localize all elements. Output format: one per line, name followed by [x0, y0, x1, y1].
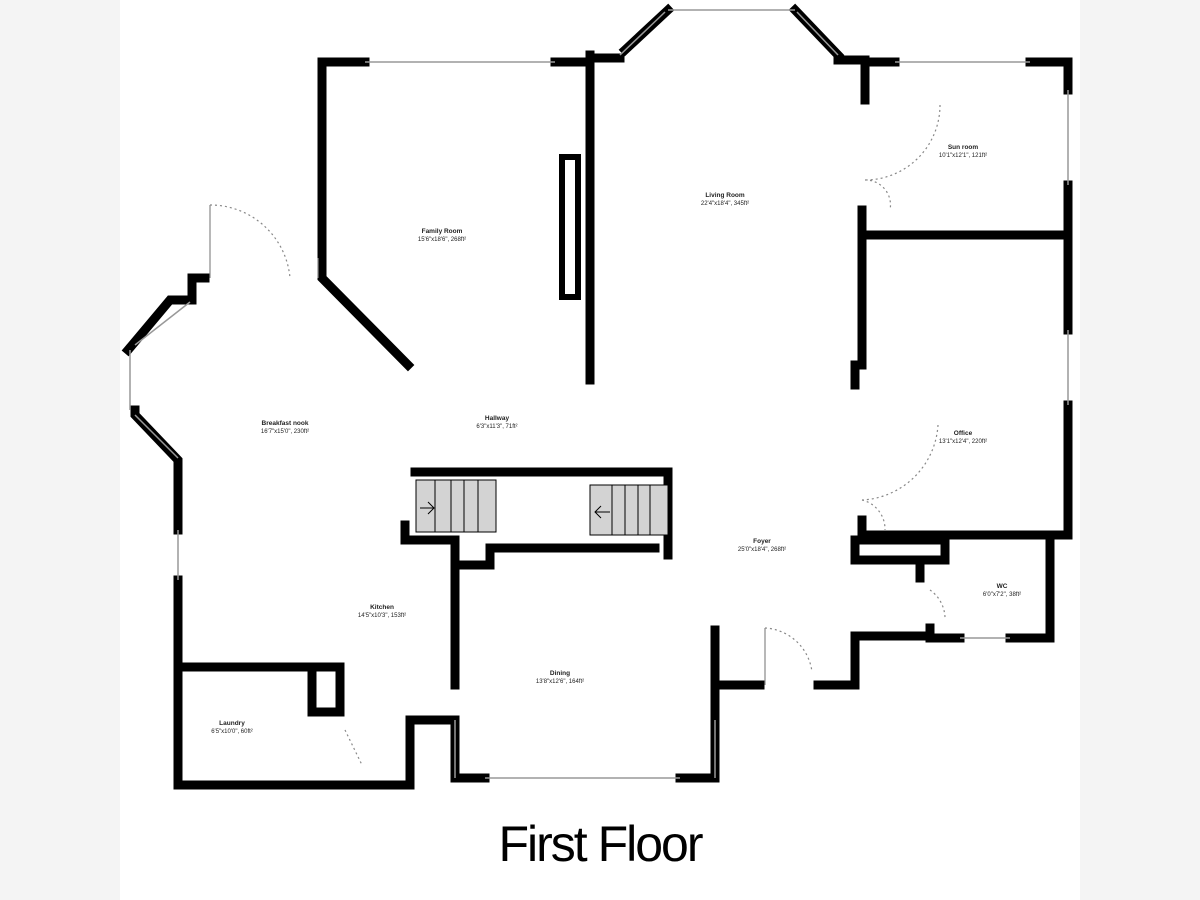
wall-sunroom [857, 57, 1073, 540]
arrow-left-icon [594, 505, 610, 519]
wall-kitchen [400, 467, 673, 690]
walls [121, 3, 1073, 790]
door-leaves [209, 205, 766, 685]
stair-run-right [589, 484, 669, 536]
door-swings [209, 104, 946, 766]
wall-outline-north [317, 57, 595, 372]
floor-plan-sheet [120, 0, 1080, 900]
floor-title: First Floor [498, 816, 704, 872]
wall-wc [710, 535, 1055, 690]
fireplace [559, 154, 581, 300]
windows [129, 9, 1069, 779]
wall-laundry [173, 662, 345, 717]
arrow-right-icon [420, 501, 435, 515]
stairs [415, 479, 669, 536]
wall-bay [585, 3, 870, 65]
stair-run-left [415, 479, 497, 533]
